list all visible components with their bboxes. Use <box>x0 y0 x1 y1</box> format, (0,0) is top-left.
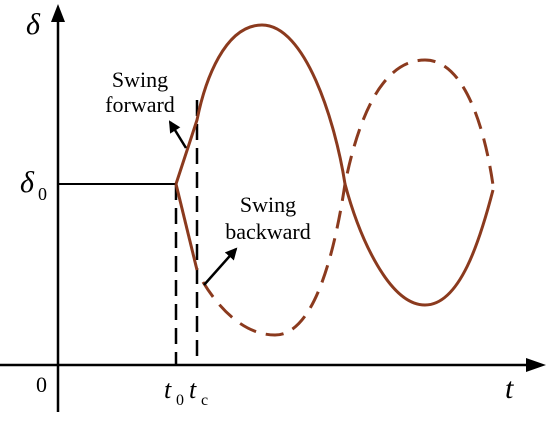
t0-label: t 0 <box>164 375 184 409</box>
tc-label: t c <box>189 375 208 409</box>
y-axis-label: δ <box>26 8 41 41</box>
backward-text-line1: Swing <box>240 192 296 217</box>
origin-label: 0 <box>36 372 47 397</box>
tc-symbol: t <box>189 375 197 404</box>
y-axis-arrowhead <box>51 4 65 22</box>
delta0-label: δ 0 <box>20 166 47 204</box>
tc-subscript: c <box>201 392 208 409</box>
backward-arrow <box>203 247 238 286</box>
x-axis-arrowhead <box>526 358 546 372</box>
forward-text-line1: Swing <box>112 67 168 92</box>
swing-backward-annotation: Swing backward <box>225 192 311 244</box>
swing-forward-annotation: Swing forward <box>105 67 175 117</box>
x-axis-label: t <box>505 372 514 405</box>
forward-text-line2: forward <box>105 92 175 117</box>
t0-symbol: t <box>164 375 172 404</box>
backward-text-line2: backward <box>225 219 311 244</box>
delta0-symbol: δ <box>20 166 35 199</box>
backward-swing-start <box>174 183 199 271</box>
delta0-subscript: 0 <box>38 184 47 204</box>
t0-subscript: 0 <box>176 392 184 409</box>
forward-arrow <box>168 120 188 149</box>
